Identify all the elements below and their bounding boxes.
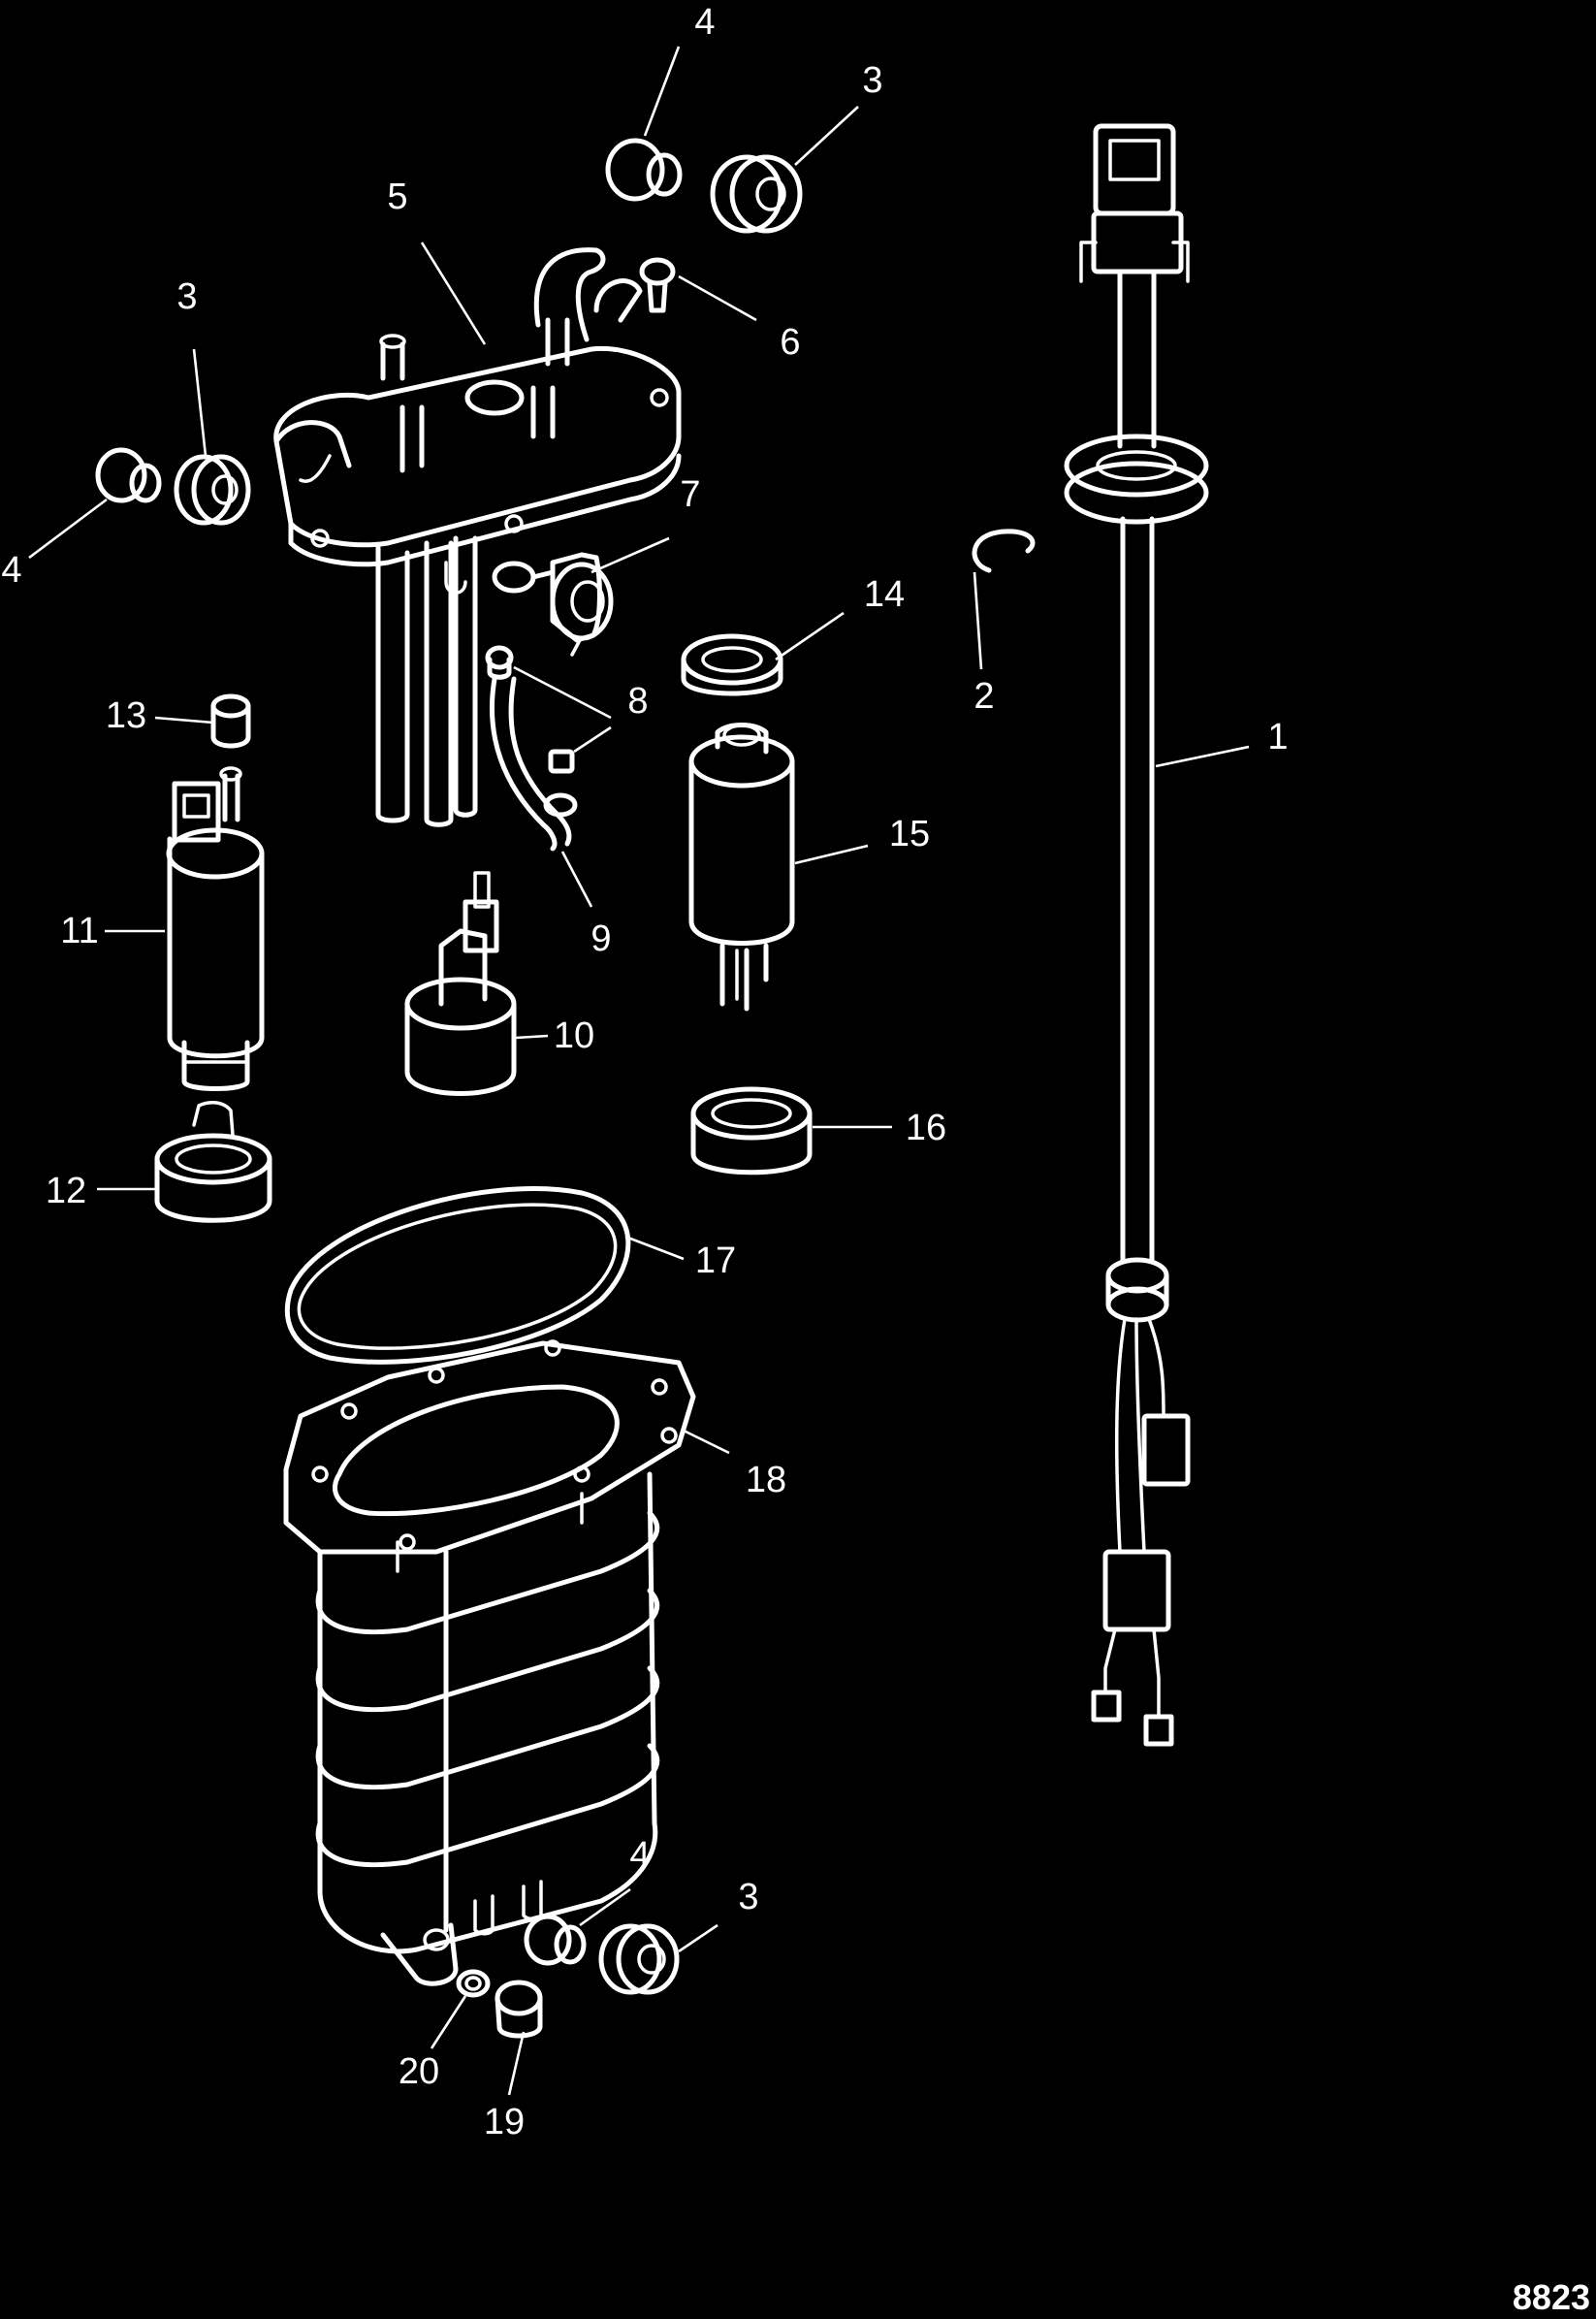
part-12-inlet-strainer: [97, 1100, 272, 1223]
part-13-cap: [154, 693, 251, 749]
part-15-fuel-pump: [688, 723, 869, 1012]
callout-18: 18: [746, 1460, 786, 1500]
part-3-plug-bottom: [598, 1923, 718, 1995]
part-17-gasket: [284, 1186, 685, 1365]
part-20-washer: [430, 1969, 491, 2049]
part-14-seal-ring: [681, 611, 845, 696]
part-3-plug-top: [710, 106, 859, 234]
part-4-bushing-left: [28, 447, 162, 560]
part-10-sender-unit: [404, 871, 549, 1096]
callout-3-top: 3: [862, 60, 882, 101]
callout-3-bottom: 3: [738, 1877, 758, 1917]
part-19-drain-plug: [495, 1980, 543, 2096]
callout-20: 20: [399, 2051, 439, 2092]
callout-14: 14: [864, 574, 905, 615]
callout-4-bottom: 4: [629, 1835, 650, 1876]
part-3-plug-left: [174, 348, 251, 526]
callout-16: 16: [906, 1108, 946, 1148]
part-8-fittings: [485, 645, 612, 774]
part-18-canister: [283, 1339, 730, 1986]
callout-9: 9: [591, 918, 611, 959]
callout-3-left: 3: [176, 276, 197, 317]
callout-2: 2: [974, 676, 994, 717]
part-4-bushing-bottom: [524, 1887, 631, 1966]
callout-11: 11: [60, 911, 98, 951]
callout-10: 10: [554, 1015, 594, 1056]
callout-1: 1: [1267, 717, 1288, 757]
callout-8: 8: [627, 681, 648, 722]
part-6-screw: [639, 257, 757, 322]
callout-17: 17: [695, 1240, 736, 1281]
callout-4-top: 4: [694, 2, 715, 43]
callout-12: 12: [46, 1171, 86, 1211]
part-16-inlet-strainer: [690, 1086, 892, 1176]
callout-15: 15: [889, 814, 930, 854]
callout-5: 5: [387, 177, 407, 217]
part-1-wiring-harness: [1064, 123, 1250, 1747]
part-9-fuel-hose: [490, 676, 593, 908]
part-4-bushing-top: [605, 46, 683, 202]
part-11-fuel-pump: [105, 766, 265, 1091]
callout-6: 6: [780, 322, 800, 363]
part-5-top-cover: [273, 242, 682, 827]
figure-number: 8823: [1513, 2277, 1590, 2317]
callout-7: 7: [680, 474, 700, 515]
part-2-retaining-clip: [972, 529, 1036, 670]
callout-13: 13: [106, 695, 146, 736]
callout-19: 19: [484, 2102, 525, 2142]
callout-4-left: 4: [1, 550, 21, 591]
part-7-pressure-regulator: [492, 536, 670, 657]
